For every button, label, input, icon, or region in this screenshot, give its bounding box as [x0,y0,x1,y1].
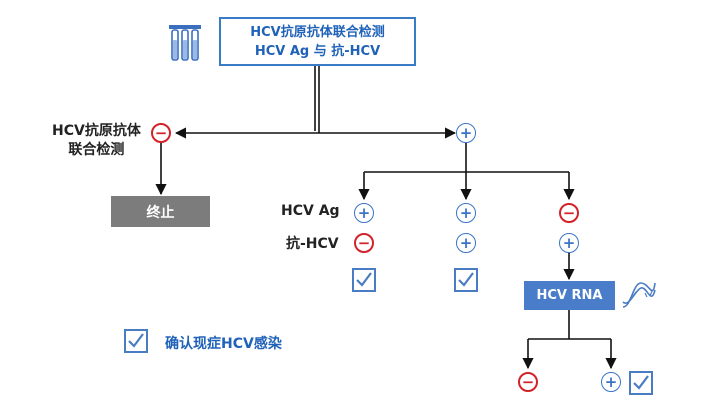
legend-label: 确认现症HCV感染 [165,336,282,352]
stop-box: 终止 [111,196,210,227]
rna-negative-circle: − [518,372,538,392]
col3-anti-positive: + [559,233,579,253]
test-method-title: HCV抗原抗体联合检测 [250,24,385,40]
left-label-line2: 联合检测 [68,142,125,158]
col2-ag-positive: + [456,203,476,223]
row-label-hcv-ag: HCV Ag [281,203,340,219]
hcv-rna-box: HCV RNA [524,281,615,310]
legend-checkbox-icon [124,329,148,353]
checkbox-checked-icon [454,268,478,292]
row-label-anti-hcv: 抗-HCV [286,236,339,252]
checkbox-checked-icon [629,371,653,395]
left-result-label: HCV抗原抗体 联合检测 [52,122,141,160]
checkbox-checked-icon [352,268,376,292]
test-method-subtitle: HCV Ag 与 抗-HCV [254,43,381,59]
dna-icon [622,282,656,308]
col3-ag-negative: − [559,203,579,223]
negative-result-circle: − [151,123,171,143]
col1-ag-positive: + [354,203,374,223]
left-label-line1: HCV抗原抗体 [52,123,141,139]
positive-result-circle: + [456,123,476,143]
rna-positive-circle: + [601,372,621,392]
test-method-box: HCV抗原抗体联合检测 HCV Ag 与 抗-HCV [219,17,416,66]
col1-anti-negative: − [354,233,374,253]
col2-anti-positive: + [456,233,476,253]
test-tubes-icon [169,25,201,61]
